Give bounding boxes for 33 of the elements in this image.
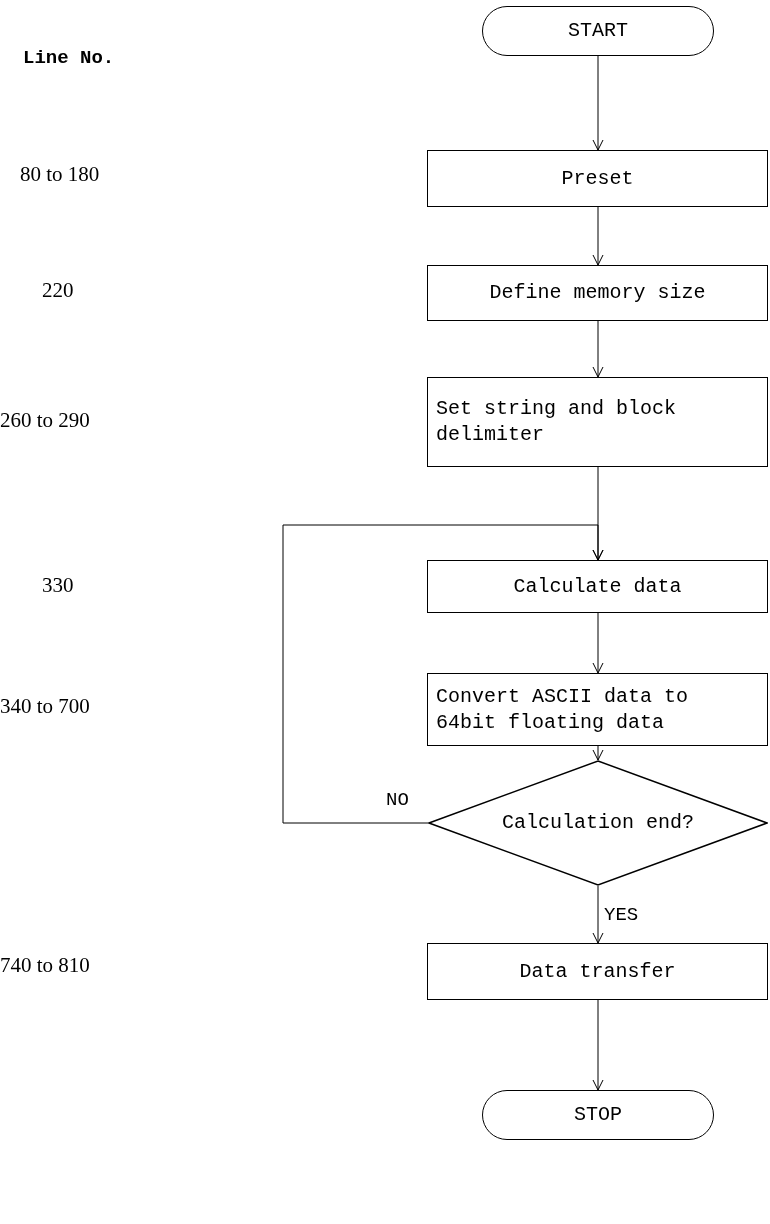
line-number-label: 220	[42, 278, 74, 303]
arrow	[592, 55, 604, 151]
line-number-label: 740 to 810	[0, 953, 90, 978]
column-heading: Line No.	[23, 47, 115, 69]
arrow	[592, 745, 604, 761]
process-box	[427, 560, 768, 613]
line-number-label: 340 to 700	[0, 694, 90, 719]
node-text: STOP	[574, 1102, 622, 1128]
node-text: START	[568, 18, 628, 44]
node-text: Data transfer	[519, 958, 676, 985]
arrow	[282, 524, 604, 824]
node-text: Set string and block delimiter	[436, 396, 678, 448]
arrow	[592, 885, 604, 944]
process-box	[427, 673, 768, 746]
node-text: Calculation end?	[502, 810, 694, 836]
node-text: Convert ASCII data to 64bit floating data	[436, 683, 690, 736]
arrow	[592, 999, 604, 1091]
node-text: Preset	[561, 165, 634, 192]
line-number-label: 260 to 290	[0, 408, 90, 433]
terminal-shape	[482, 6, 714, 56]
process-box	[427, 377, 768, 467]
node-text: Calculate data	[513, 573, 682, 600]
line-number-label: 330	[42, 573, 74, 598]
process-box	[427, 265, 768, 321]
process-box	[427, 943, 768, 1000]
decision-diamond	[428, 760, 768, 886]
node-text: Define memory size	[489, 280, 706, 306]
process-box	[427, 150, 768, 207]
arrow	[592, 320, 604, 378]
arrow	[592, 206, 604, 266]
arrow	[592, 612, 604, 674]
line-number-label: 80 to 180	[20, 162, 100, 187]
terminal-shape	[482, 1090, 714, 1140]
